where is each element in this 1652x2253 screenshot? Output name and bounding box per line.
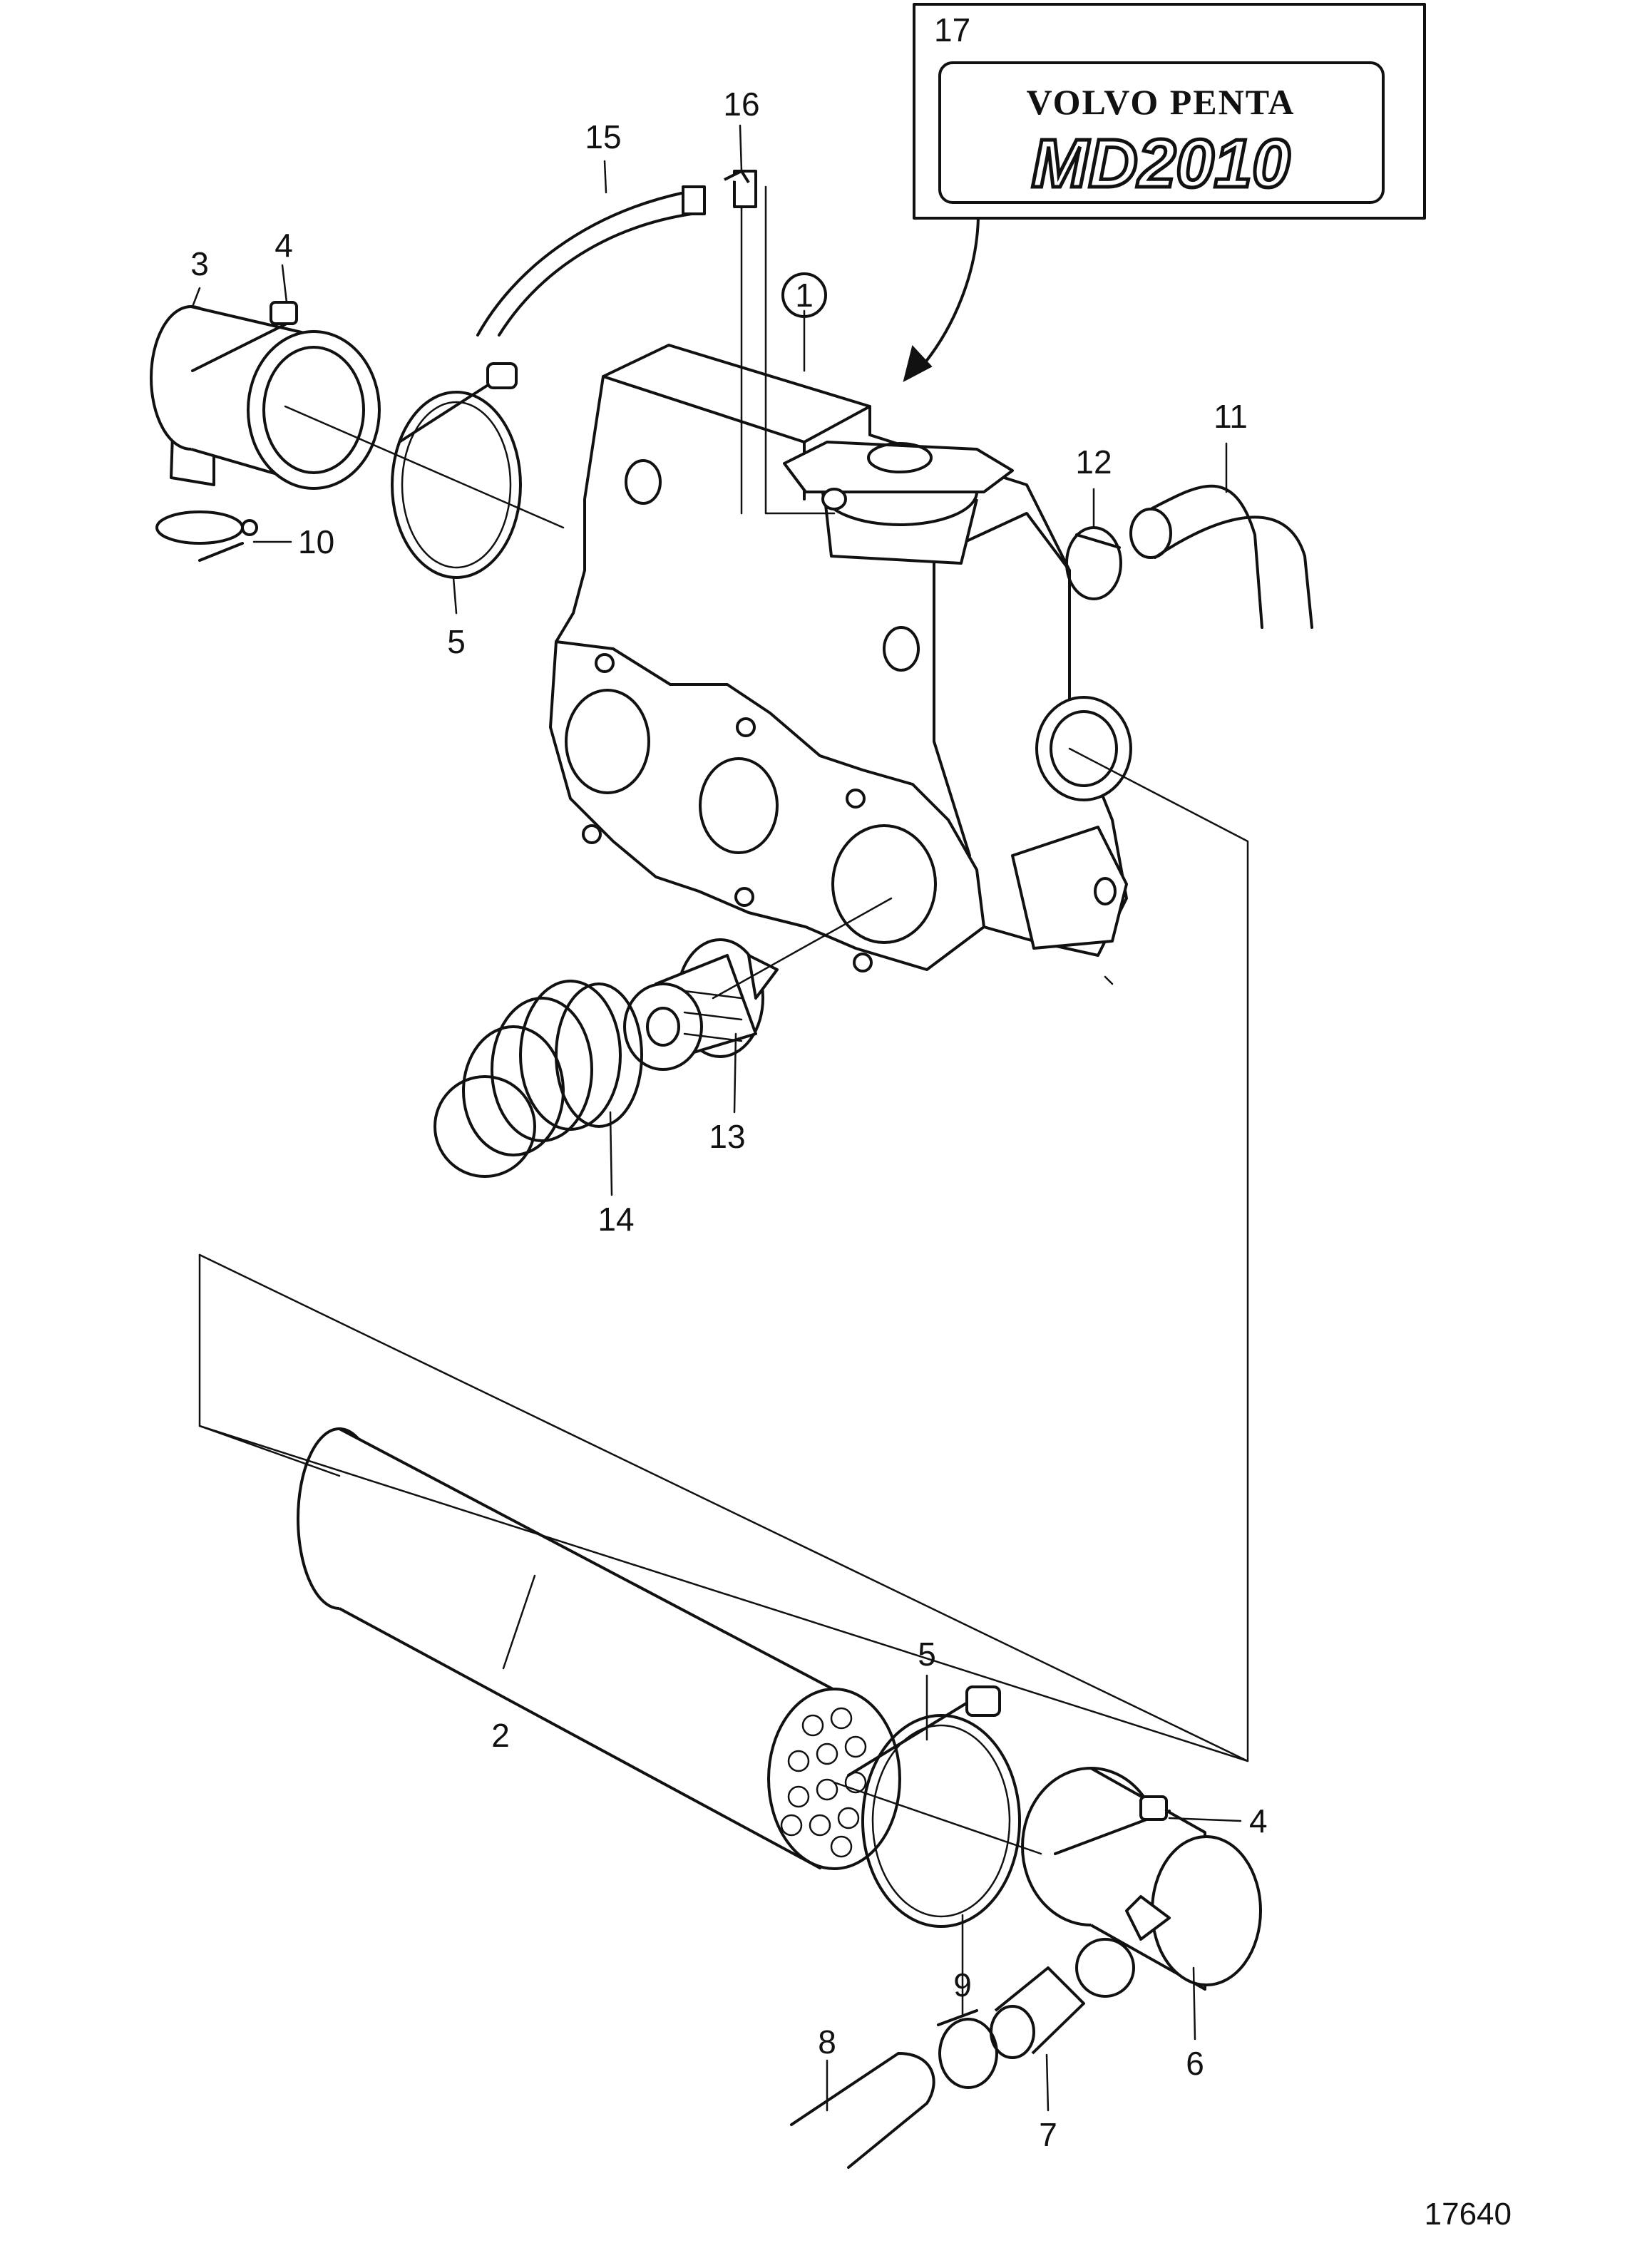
callout-14: 14 — [597, 1201, 634, 1238]
callout-3: 3 — [190, 245, 209, 282]
thermostat — [623, 938, 779, 1071]
elbow-pipe-bottom — [1021, 1767, 1262, 1998]
exhaust-pipe — [297, 1427, 901, 1870]
thermostat-seal — [433, 980, 643, 1178]
callout-4-top: 4 — [275, 227, 293, 264]
hose-clamp-top — [391, 362, 522, 579]
vent-hose — [476, 170, 836, 515]
hose-clamp-bottom — [847, 1685, 1021, 1928]
elbow-pipe-top — [150, 301, 381, 562]
callout-5-top: 5 — [447, 623, 466, 660]
short-hose — [990, 1966, 1085, 2059]
callout-15: 15 — [585, 118, 621, 155]
callout-5-bottom: 5 — [918, 1636, 936, 1673]
drawing-number: 17640 — [1425, 2197, 1512, 2232]
badge-pointer-arrow — [903, 344, 933, 382]
callout-1: 1 — [795, 277, 814, 314]
callout-4-bottom: 4 — [1249, 1802, 1268, 1839]
badge-callout-box: 17 VOLVO PENTA MD2010 — [903, 3, 1426, 382]
callout-9: 9 — [953, 1966, 972, 2003]
callout-12: 12 — [1075, 443, 1112, 481]
callout-7: 7 — [1039, 2116, 1057, 2153]
drain-hose — [790, 2052, 935, 2169]
callout-6: 6 — [1186, 2045, 1204, 2082]
callout-circle-1 — [781, 272, 827, 318]
callout-2: 2 — [491, 1717, 510, 1754]
callout-11: 11 — [1214, 398, 1248, 435]
leader-lines — [191, 124, 1242, 2112]
assembly-guide-lines — [198, 405, 1249, 1855]
badge-brand-text: VOLVO PENTA — [1026, 82, 1295, 122]
manifold-body — [549, 344, 1132, 972]
badge-model-text: MD2010 — [1032, 125, 1291, 202]
callout-13: 13 — [709, 1118, 745, 1155]
callout-8: 8 — [818, 2023, 836, 2060]
badge-ref-label: 17 — [934, 11, 970, 48]
callout-10: 10 — [298, 523, 334, 560]
small-hose-clamp — [937, 2009, 998, 2089]
coolant-hose-right — [1065, 484, 1313, 629]
callout-16: 16 — [723, 86, 759, 123]
